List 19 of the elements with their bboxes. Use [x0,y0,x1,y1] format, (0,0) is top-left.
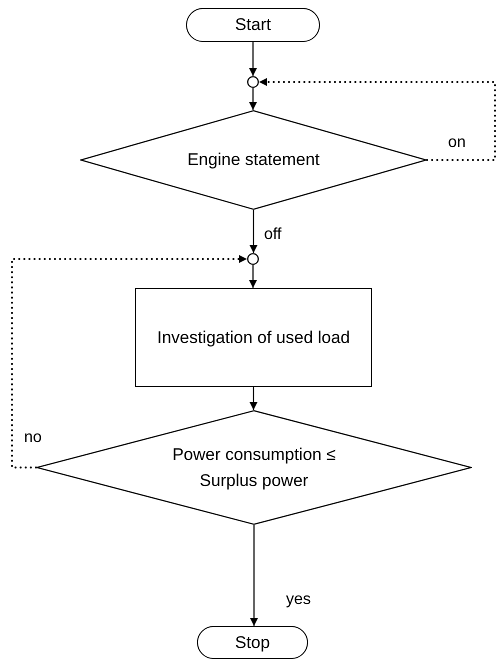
dotted-arrow [258,78,496,161]
process-text: Investigation of used load [157,326,350,349]
arrow [250,210,258,253]
terminal-box [197,626,308,659]
decision-text: Engine statement [186,149,321,171]
terminal-text: Stop [235,632,270,654]
junction-circle [247,76,259,88]
arrow [250,387,258,410]
decision-text: Power consumption ≤ Surplus power [171,444,337,492]
decision-diamond [80,110,427,210]
dotted-arrow [11,255,248,468]
junction-circle [247,253,259,265]
arrow [249,42,257,76]
terminal-box [186,8,320,42]
arrow [250,525,258,626]
terminal-text: Start [235,14,271,36]
arrow [249,265,257,288]
process-box [135,288,372,387]
arrow [249,88,257,110]
